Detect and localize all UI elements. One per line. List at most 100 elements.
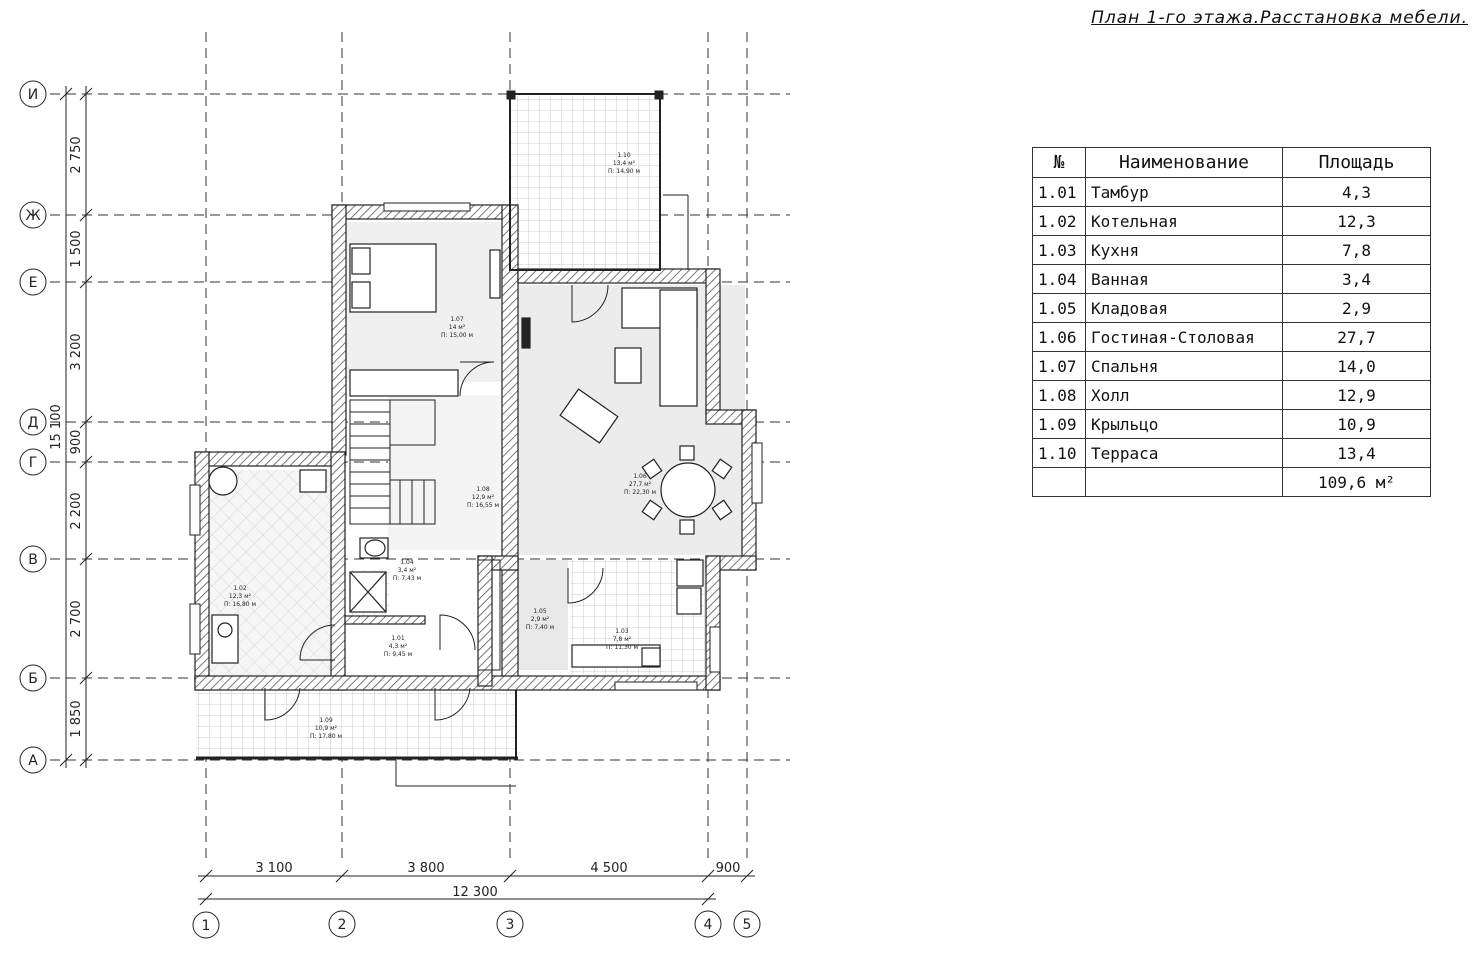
axis-number-5: 5: [743, 917, 752, 933]
axis-letter-a: А: [28, 753, 38, 769]
cell-number: 1.07: [1032, 351, 1086, 381]
drawing-title: План 1-го этажа.Расстановка мебели.: [1091, 8, 1468, 28]
room-label-104-area: 3,4 м²: [398, 567, 417, 574]
horizontal-dimension-lines: [198, 869, 755, 906]
floor-plan: 1.10 13,4 м² П: 14,90 м 1.07 14 м² П: 15…: [19, 32, 790, 939]
room-label-103-area: 7,8 м²: [613, 636, 632, 643]
axis-letter-zh: Ж: [25, 208, 40, 224]
dim-v-4: 900: [69, 430, 84, 455]
furniture: [208, 243, 733, 668]
axis-number-3: 3: [506, 917, 515, 933]
axis-number-4: 4: [704, 917, 713, 933]
cell-area: 10,9: [1282, 409, 1431, 439]
room-label-101-perimeter: П: 9,45 м: [384, 651, 412, 658]
axis-letter-e: Е: [29, 275, 38, 291]
dim-h-2: 3 800: [407, 861, 444, 876]
room-label-104-perimeter: П: 7,43 м: [393, 575, 421, 582]
cell-area: 14,0: [1282, 351, 1431, 381]
table-total-row: 109,6 м²: [1032, 467, 1431, 497]
room-label-106-perimeter: П: 22,30 м: [624, 489, 656, 496]
cell-area: 4,3: [1282, 177, 1431, 207]
room-label-107-no: 1.07: [450, 316, 464, 323]
room-label-102-perimeter: П: 16,80 м: [224, 601, 256, 608]
room-label-110-perimeter: П: 14,90 м: [608, 168, 640, 175]
cell-name: Кладовая: [1085, 293, 1283, 323]
room-label-109-no: 1.09: [319, 717, 333, 724]
room-label-109-perimeter: П: 17,80 м: [310, 733, 342, 740]
cell-name: Крыльцо: [1085, 409, 1283, 439]
axis-letter-g: Г: [29, 455, 38, 471]
porch-outline: [196, 690, 518, 787]
room-label-101-no: 1.01: [391, 635, 405, 642]
dim-v-1: 2 750: [69, 136, 84, 173]
room-label-101-area: 4,3 м²: [389, 643, 408, 650]
staircase: [349, 399, 501, 671]
room-label-104-no: 1.04: [400, 559, 414, 566]
dim-v-7: 1 850: [69, 700, 84, 737]
dim-v-6: 2 700: [69, 600, 84, 637]
cell-area: 7,8: [1282, 235, 1431, 265]
room-label-102-area: 12,3 м²: [229, 593, 252, 600]
room-label-107-perimeter: П: 15,00 м: [441, 332, 473, 339]
cell-number: 1.02: [1032, 206, 1086, 236]
room-label-110-area: 13,4 м²: [613, 160, 636, 167]
cell-area: 27,7: [1282, 322, 1431, 352]
cell-number: 1.06: [1032, 322, 1086, 352]
room-label-102-no: 1.02: [233, 585, 247, 592]
table-header-row: № Наименование Площадь: [1032, 147, 1431, 178]
dim-v-3: 3 200: [69, 333, 84, 370]
cell-name: Ванная: [1085, 264, 1283, 294]
vertical-dimension-lines: [59, 86, 93, 768]
room-label-105-perimeter: П: 7,40 м: [526, 624, 554, 631]
terrace-outline: [506, 90, 689, 271]
cell-number: 1.01: [1032, 177, 1086, 207]
pantry-floor: [518, 560, 568, 670]
room-label-106-area: 27,7 м²: [629, 481, 652, 488]
cell-number: 1.03: [1032, 235, 1086, 265]
cell-empty: [1085, 467, 1283, 497]
cell-name: Спальня: [1085, 351, 1283, 381]
room-label-110-no: 1.10: [617, 152, 631, 159]
room-label-105-area: 2,9 м²: [531, 616, 550, 623]
room-label-108-area: 12,9 м²: [472, 494, 495, 501]
room-label-106-no: 1.06: [633, 473, 647, 480]
cell-area: 2,9: [1282, 293, 1431, 323]
room-label-109-area: 10,9 м²: [315, 725, 338, 732]
header-number: №: [1032, 147, 1086, 178]
axis-number-1: 1: [202, 918, 211, 934]
cell-empty: [1032, 467, 1086, 497]
cell-name: Терраса: [1085, 438, 1283, 468]
room-label-103-perimeter: П: 11,30 м: [606, 644, 638, 651]
cell-number: 1.09: [1032, 409, 1086, 439]
dim-v-total: 15 100: [49, 404, 64, 450]
letter-axis-bubbles: [19, 80, 47, 774]
cell-number: 1.10: [1032, 438, 1086, 468]
cell-name: Котельная: [1085, 206, 1283, 236]
doors: [264, 284, 609, 721]
cell-name: Кухня: [1085, 235, 1283, 265]
room-label-105-no: 1.05: [533, 608, 547, 615]
cell-name: Гостиная-Столовая: [1085, 322, 1283, 352]
room-label-108-perimeter: П: 16,55 м: [467, 502, 499, 509]
terrace-floor: [510, 96, 660, 271]
dim-v-5: 2 200: [69, 492, 84, 529]
dim-h-3: 4 500: [590, 861, 627, 876]
windows: [189, 202, 763, 691]
axis-letter-b: Б: [28, 671, 38, 687]
porch-floor: [196, 690, 516, 758]
total-area: 109,6 м²: [1282, 467, 1431, 497]
cell-name: Тамбур: [1085, 177, 1283, 207]
room-label-108-no: 1.08: [476, 486, 490, 493]
hall-floor: [388, 395, 508, 550]
room-label-107-area: 14 м²: [449, 324, 466, 331]
cell-area: 12,3: [1282, 206, 1431, 236]
